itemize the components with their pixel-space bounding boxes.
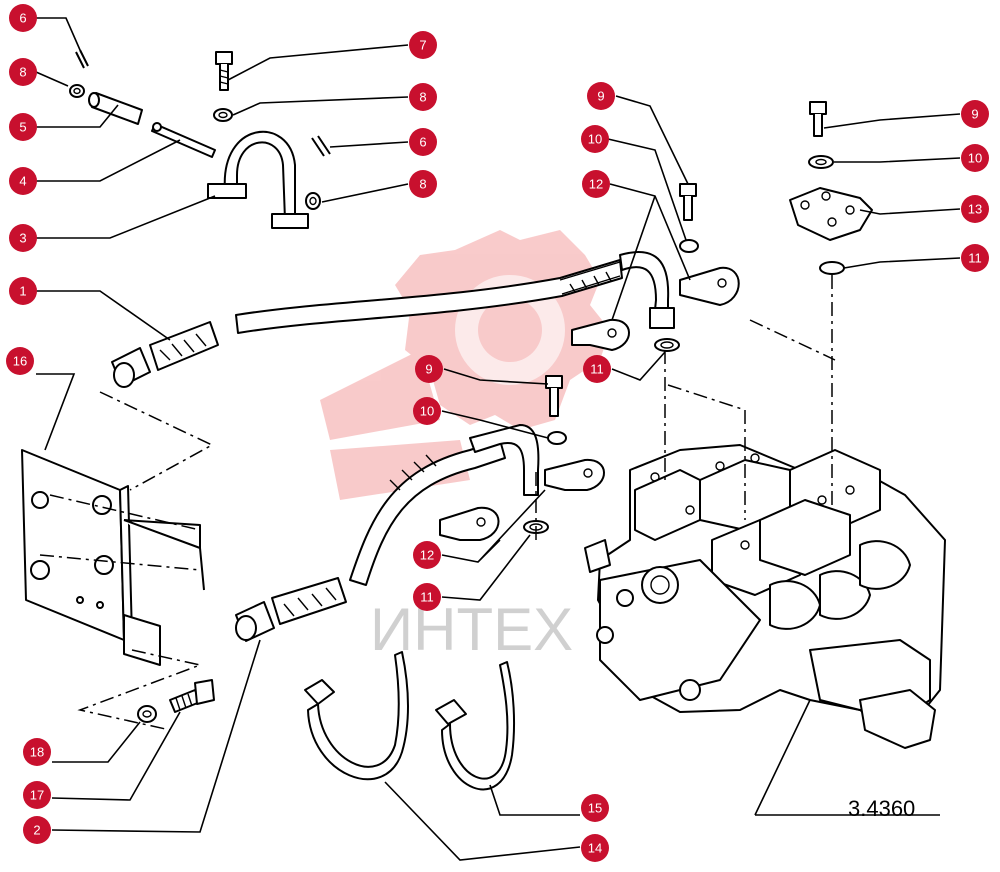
bolt-7 — [215, 51, 233, 91]
figure-reference: 3.4360 — [848, 796, 915, 821]
callout-10-b: 10 — [413, 397, 441, 425]
svg-text:7: 7 — [419, 38, 426, 53]
callout-9-a: 9 — [587, 82, 615, 110]
washer-8-mid — [213, 108, 233, 122]
callout-9-b: 9 — [415, 355, 443, 383]
svg-text:11: 11 — [968, 251, 982, 266]
oring-11-c — [819, 261, 845, 275]
callout-12-a: 12 — [582, 170, 610, 198]
hose-2 — [235, 424, 540, 642]
svg-text:6: 6 — [419, 135, 426, 150]
svg-text:4: 4 — [19, 174, 26, 189]
washer-18 — [137, 705, 157, 723]
callout-3: 3 — [9, 224, 37, 252]
washer-10-b — [547, 431, 567, 445]
svg-text:16: 16 — [13, 354, 27, 369]
callout-5: 5 — [9, 113, 37, 141]
mounting-plate-16 — [21, 449, 205, 666]
svg-text:9: 9 — [597, 89, 604, 104]
washer-8-top — [69, 84, 85, 98]
svg-text:2: 2 — [33, 823, 40, 838]
svg-text:13: 13 — [968, 202, 982, 217]
flange-12-a — [679, 266, 740, 306]
callout-14: 14 — [581, 834, 609, 862]
svg-text:1: 1 — [19, 284, 26, 299]
bolt-9-a — [679, 183, 697, 221]
pin-4 — [151, 122, 216, 158]
callout-18: 18 — [23, 738, 51, 766]
callout-11-c: 11 — [961, 244, 989, 272]
leader-lines — [35, 17, 961, 861]
flange-12-d — [439, 506, 500, 541]
callout-12-b: 12 — [413, 541, 441, 569]
callout-17: 17 — [23, 781, 51, 809]
cable-tie-15 — [435, 661, 516, 791]
callout-11-b: 11 — [413, 583, 441, 611]
callout-16: 16 — [6, 347, 34, 375]
bolt-9-b — [545, 375, 563, 417]
bolt-17 — [169, 679, 215, 713]
svg-text:12: 12 — [420, 548, 434, 563]
callout-9-c: 9 — [961, 100, 989, 128]
callout-10-c: 10 — [961, 144, 989, 172]
svg-text:12: 12 — [589, 177, 603, 192]
svg-text:9: 9 — [971, 107, 978, 122]
cover-plate-13 — [789, 187, 873, 241]
u-bracket-3 — [207, 130, 309, 229]
svg-text:11: 11 — [590, 362, 604, 377]
sleeve-5 — [88, 92, 143, 125]
callout-2: 2 — [23, 816, 51, 844]
svg-text:11: 11 — [420, 590, 434, 605]
svg-text:17: 17 — [30, 788, 44, 803]
control-valve-block — [584, 444, 946, 749]
svg-text:14: 14 — [588, 841, 602, 856]
flange-12-b — [571, 318, 630, 351]
callout-4: 4 — [9, 167, 37, 195]
svg-text:15: 15 — [588, 801, 602, 816]
watermark-text: ИНТЕХ — [370, 596, 573, 663]
callout-10-a: 10 — [581, 125, 609, 153]
callout-11-a: 11 — [583, 355, 611, 383]
svg-text:10: 10 — [420, 404, 434, 419]
oring-11-a — [654, 338, 680, 352]
split-pin-6-top — [75, 49, 89, 69]
svg-text:10: 10 — [968, 151, 982, 166]
svg-text:18: 18 — [30, 745, 44, 760]
callout-8-mid: 8 — [409, 83, 437, 111]
svg-text:8: 8 — [19, 65, 26, 80]
callout-8-right: 8 — [409, 170, 437, 198]
svg-text:5: 5 — [19, 120, 26, 135]
center-lines — [39, 275, 836, 731]
callout-8-top: 8 — [9, 58, 37, 86]
svg-text:6: 6 — [19, 11, 26, 26]
callout-6-top: 6 — [9, 4, 37, 32]
hose-1 — [111, 251, 675, 388]
svg-text:3: 3 — [19, 231, 26, 246]
callout-15: 15 — [581, 794, 609, 822]
callout-6-right: 6 — [409, 128, 437, 156]
svg-text:9: 9 — [425, 362, 432, 377]
callout-7: 7 — [409, 31, 437, 59]
bolt-9-c — [809, 101, 827, 137]
washer-10-a — [679, 239, 699, 253]
washer-10-c — [808, 155, 834, 169]
svg-text:8: 8 — [419, 177, 426, 192]
callout-1: 1 — [9, 277, 37, 305]
svg-text:8: 8 — [419, 90, 426, 105]
washer-8-right — [305, 192, 321, 210]
callout-13: 13 — [961, 195, 989, 223]
flange-12-c — [544, 458, 605, 491]
split-pin-6-right — [311, 135, 331, 157]
cable-tie-14 — [304, 651, 409, 781]
svg-text:10: 10 — [588, 132, 602, 147]
